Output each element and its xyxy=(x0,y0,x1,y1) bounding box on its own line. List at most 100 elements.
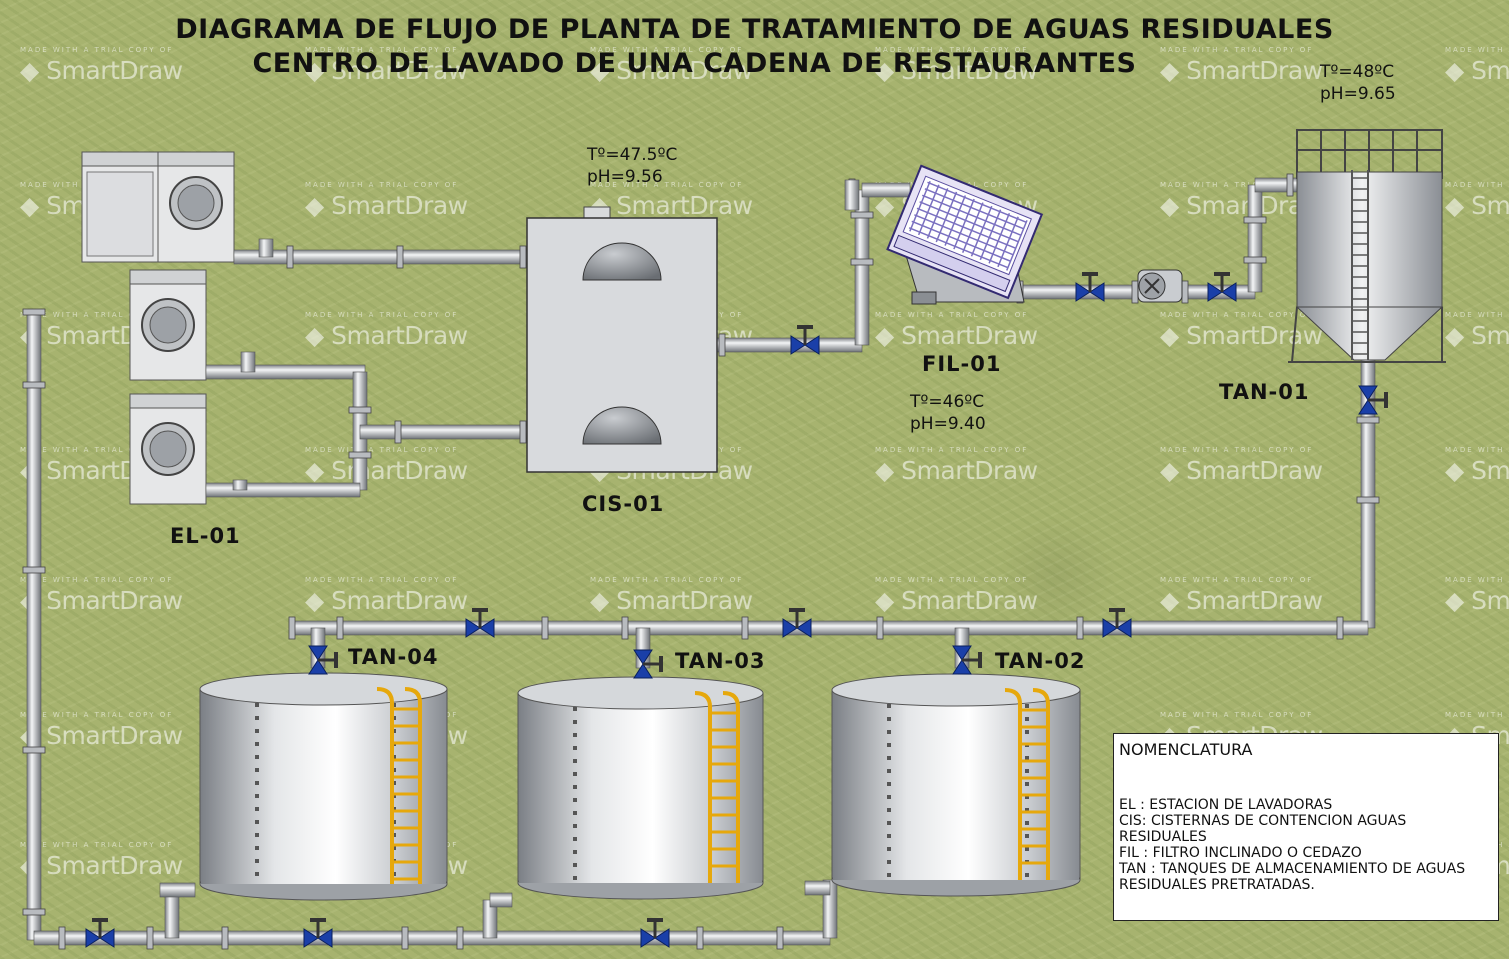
pipe-flange xyxy=(696,926,704,950)
watermark-logo: MADE WITH A TRIAL COPY OF◆ SmartDraw xyxy=(1160,576,1323,615)
filter-mesh-line xyxy=(909,180,931,232)
tank-rivet xyxy=(255,742,259,746)
ph-reading: pH=9.56 xyxy=(587,167,663,187)
tank-rivet xyxy=(887,847,891,851)
washer-bottom xyxy=(129,393,207,505)
pipe-segment xyxy=(205,482,361,498)
valve-handle xyxy=(92,918,108,922)
measurement-fil-outlet: Tº=46ºC pH=9.40 xyxy=(910,391,986,435)
legend-items: EL : ESTACION DE LAVADORAS CIS: CISTERNA… xyxy=(1119,797,1493,893)
pipe-flange xyxy=(1131,280,1139,304)
storage-tank-tan04 xyxy=(199,672,448,901)
tank-rivet xyxy=(573,720,577,724)
pipe-flange xyxy=(288,616,296,640)
pipe-flange xyxy=(519,245,527,269)
tank-rivet xyxy=(255,755,259,759)
tank-rivet xyxy=(255,703,259,707)
tank-rivet xyxy=(1025,873,1029,877)
tank-rivet xyxy=(255,846,259,850)
filter-mesh-line xyxy=(919,201,1019,243)
watermark-logo: MADE WITH A TRIAL COPY OF◆ SmartDraw xyxy=(590,181,753,220)
pipe-flange xyxy=(519,420,527,444)
tank-rivet xyxy=(887,873,891,877)
tank-rivet xyxy=(1025,769,1029,773)
legend-item: CIS: CISTERNAS DE CONTENCION AGUAS RESID… xyxy=(1119,813,1407,845)
filter-mesh-line xyxy=(997,216,1019,268)
filter-mesh-line xyxy=(908,227,1008,269)
tank-rivet xyxy=(255,781,259,785)
pipe-segment xyxy=(489,892,513,908)
pump xyxy=(1137,269,1183,303)
filter-mesh-line xyxy=(1006,220,1028,271)
tank-rivet xyxy=(573,876,577,880)
ladder-rail xyxy=(404,687,422,884)
pipe-flange xyxy=(22,381,46,389)
watermark-logo: MADE WITH A TRIAL COPY OF◆ SmartDraw xyxy=(1445,311,1509,350)
watermark-logo: MADE WITH A TRIAL COPY OF◆ SmartDraw xyxy=(1445,446,1509,485)
watermark-logo: MADE WITH A TRIAL COPY OF◆ SmartDraw xyxy=(305,181,468,220)
pipe-segment xyxy=(240,351,256,373)
tank-rivet xyxy=(887,860,891,864)
tank-rivet xyxy=(887,704,891,708)
watermark-logo: MADE WITH A TRIAL COPY OF◆ SmartDraw xyxy=(590,46,753,85)
ladder-rail xyxy=(376,687,394,884)
tank-rivet xyxy=(573,863,577,867)
tank-rivet xyxy=(1025,808,1029,812)
tank-rivet xyxy=(573,746,577,750)
diagram-title-line1: DIAGRAMA DE FLUJO DE PLANTA DE TRATAMIEN… xyxy=(175,14,1334,45)
filter-mesh-line xyxy=(926,188,949,239)
pipe-segment xyxy=(205,364,366,380)
gate-valve xyxy=(633,649,663,679)
gate-valve xyxy=(952,645,982,675)
watermark-logo: MADE WITH A TRIAL COPY OF◆ SmartDraw xyxy=(305,311,468,350)
cistern-dome-lower xyxy=(582,406,662,445)
valve-handle xyxy=(659,656,663,672)
watermark-logo: MADE WITH A TRIAL COPY OF◆ SmartDraw xyxy=(875,576,1038,615)
pipe-flange xyxy=(876,616,884,640)
watermark-logo: MADE WITH A TRIAL COPY OF◆ SmartDraw xyxy=(875,311,1038,350)
tank-rivet xyxy=(255,716,259,720)
watermark-logo: MADE WITH A TRIAL COPY OF◆ SmartDraw xyxy=(305,446,468,485)
legend-title: NOMENCLATURA xyxy=(1119,740,1253,759)
pipe-segment xyxy=(804,880,831,896)
storage-tank-tan02 xyxy=(831,673,1081,897)
gate-valve xyxy=(303,918,333,948)
tank-rivet xyxy=(255,872,259,876)
pipe-flange xyxy=(621,616,629,640)
pipe-segment xyxy=(861,182,911,198)
washer-station-el01 xyxy=(81,151,235,505)
valve-handle xyxy=(1214,272,1230,276)
tank-rivet xyxy=(573,759,577,763)
filter-mesh-line xyxy=(924,188,1024,230)
tank-rivet xyxy=(887,743,891,747)
valve-handle xyxy=(334,652,338,668)
legend-item: TAN : TANQUES DE ALMACENAMIENTO DE AGUAS… xyxy=(1119,861,1466,893)
tank-rivet xyxy=(887,782,891,786)
tank-rivet xyxy=(1025,782,1029,786)
label-fil01: FIL-01 xyxy=(922,352,1002,376)
pipe-flange xyxy=(22,746,46,754)
valve-handle xyxy=(1082,272,1098,276)
tank-rivet xyxy=(573,798,577,802)
legend-item: FIL : FILTRO INCLINADO O CEDAZO xyxy=(1119,845,1362,861)
tank-rivet xyxy=(255,859,259,863)
valve-handle xyxy=(797,325,813,329)
valve-handle xyxy=(1109,608,1125,612)
pipe-segment xyxy=(26,309,42,941)
gate-valve xyxy=(640,918,670,948)
filter-mesh-line xyxy=(914,214,1013,256)
watermark-logo: MADE WITH A TRIAL COPY OF◆ SmartDraw xyxy=(20,711,183,750)
diagram-title-line2: CENTRO DE LAVADO DE UNA CADENA DE RESTAU… xyxy=(252,48,1137,79)
tank-rivet xyxy=(1025,834,1029,838)
pipe-flange xyxy=(776,926,784,950)
tank-rivet xyxy=(255,833,259,837)
gate-valve xyxy=(1358,385,1388,415)
filter-mesh-line xyxy=(921,194,1021,236)
ladder-rail xyxy=(694,691,712,883)
pipe-segment xyxy=(232,479,248,491)
measurement-tan-inlet: Tº=48ºC pH=9.65 xyxy=(1320,61,1396,105)
gate-valve xyxy=(790,325,820,355)
ladder-rail xyxy=(1004,688,1022,880)
tank-rivet xyxy=(1025,795,1029,799)
